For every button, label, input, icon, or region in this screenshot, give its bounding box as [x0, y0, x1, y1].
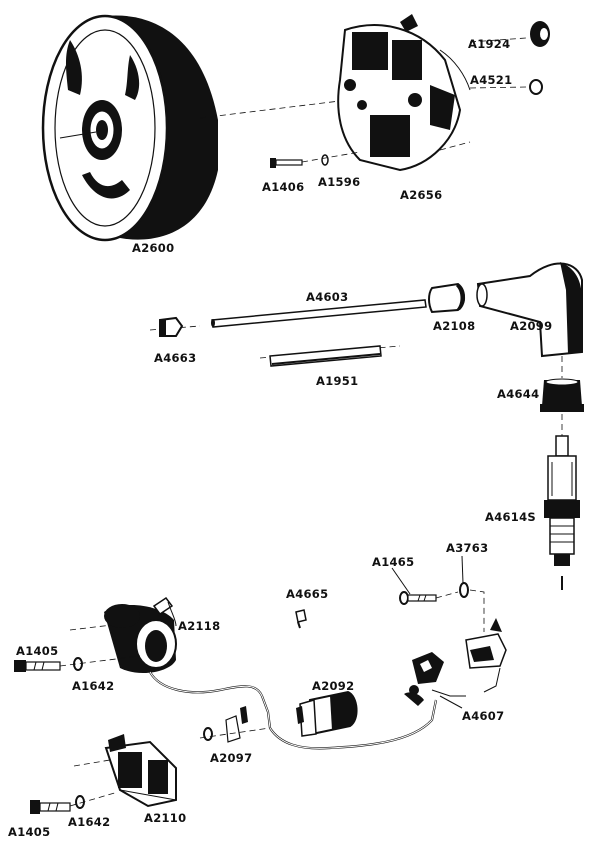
label-lower-coil-washer: A1642 — [68, 815, 110, 829]
contact-washer-drawing — [459, 582, 469, 598]
label-stator-plate: A2656 — [400, 188, 442, 202]
label-tube: A1951 — [316, 374, 358, 388]
label-coil: A2118 — [178, 619, 220, 633]
label-condenser: A2092 — [312, 679, 354, 693]
coil-wire — [149, 671, 272, 729]
stator-washer-drawing — [321, 154, 329, 166]
plug-boot-drawing — [540, 378, 584, 412]
label-contact-screw: A1465 — [372, 555, 414, 569]
label-contact-set: A4607 — [462, 709, 504, 723]
label-upper-coil-screw: A1405 — [16, 644, 58, 658]
label-stator-washer: A1596 — [318, 175, 360, 189]
tube-drawing — [269, 345, 382, 367]
lower-bracket-drawing — [104, 734, 177, 808]
coil-drawing — [104, 596, 177, 674]
label-lead-ferrule: A4663 — [154, 351, 196, 365]
small-nut-drawing — [529, 79, 543, 95]
label-plug-boot: A4644 — [497, 387, 539, 401]
terminal-pin-drawing — [295, 609, 307, 629]
clip-drawing — [203, 706, 248, 743]
lower-coil-screw-drawing — [30, 800, 71, 814]
plug-cap-sleeve-drawing — [428, 282, 466, 314]
label-plug-cap-sleeve: A2108 — [433, 319, 475, 333]
label-plug-cap: A2099 — [510, 319, 552, 333]
stator-plate-drawing — [337, 14, 471, 172]
spark-plug-drawing — [544, 435, 580, 590]
label-ht-lead: A4603 — [306, 290, 348, 304]
flywheel-drawing — [41, 14, 218, 242]
plug-cap-drawing — [476, 262, 583, 358]
label-spark-plug: A4614S — [485, 510, 536, 524]
label-cap-top: A1924 — [468, 37, 510, 51]
label-contact-washer: A3763 — [446, 541, 488, 555]
label-clip: A2097 — [210, 751, 252, 765]
label-lower-bracket: A2110 — [144, 811, 186, 825]
contact-screw-drawing — [399, 591, 437, 605]
label-stator-screw: A1406 — [262, 180, 304, 194]
flywheel-axis-line — [199, 99, 349, 119]
label-small-nut: A4521 — [470, 73, 512, 87]
label-terminal-pin: A4665 — [286, 587, 328, 601]
condenser-drawing — [296, 690, 358, 737]
label-flywheel: A2600 — [132, 241, 174, 255]
ht-lead-drawing — [211, 299, 427, 328]
contact-set-drawing — [404, 618, 507, 706]
lead-ferrule-drawing — [159, 316, 184, 337]
cap-top-drawing — [530, 21, 550, 47]
condenser-wire — [269, 699, 438, 750]
upper-coil-screw-drawing — [14, 660, 61, 672]
stator-screw-drawing — [270, 158, 303, 168]
label-lower-coil-screw: A1405 — [8, 825, 50, 839]
label-upper-coil-washer: A1642 — [72, 679, 114, 693]
